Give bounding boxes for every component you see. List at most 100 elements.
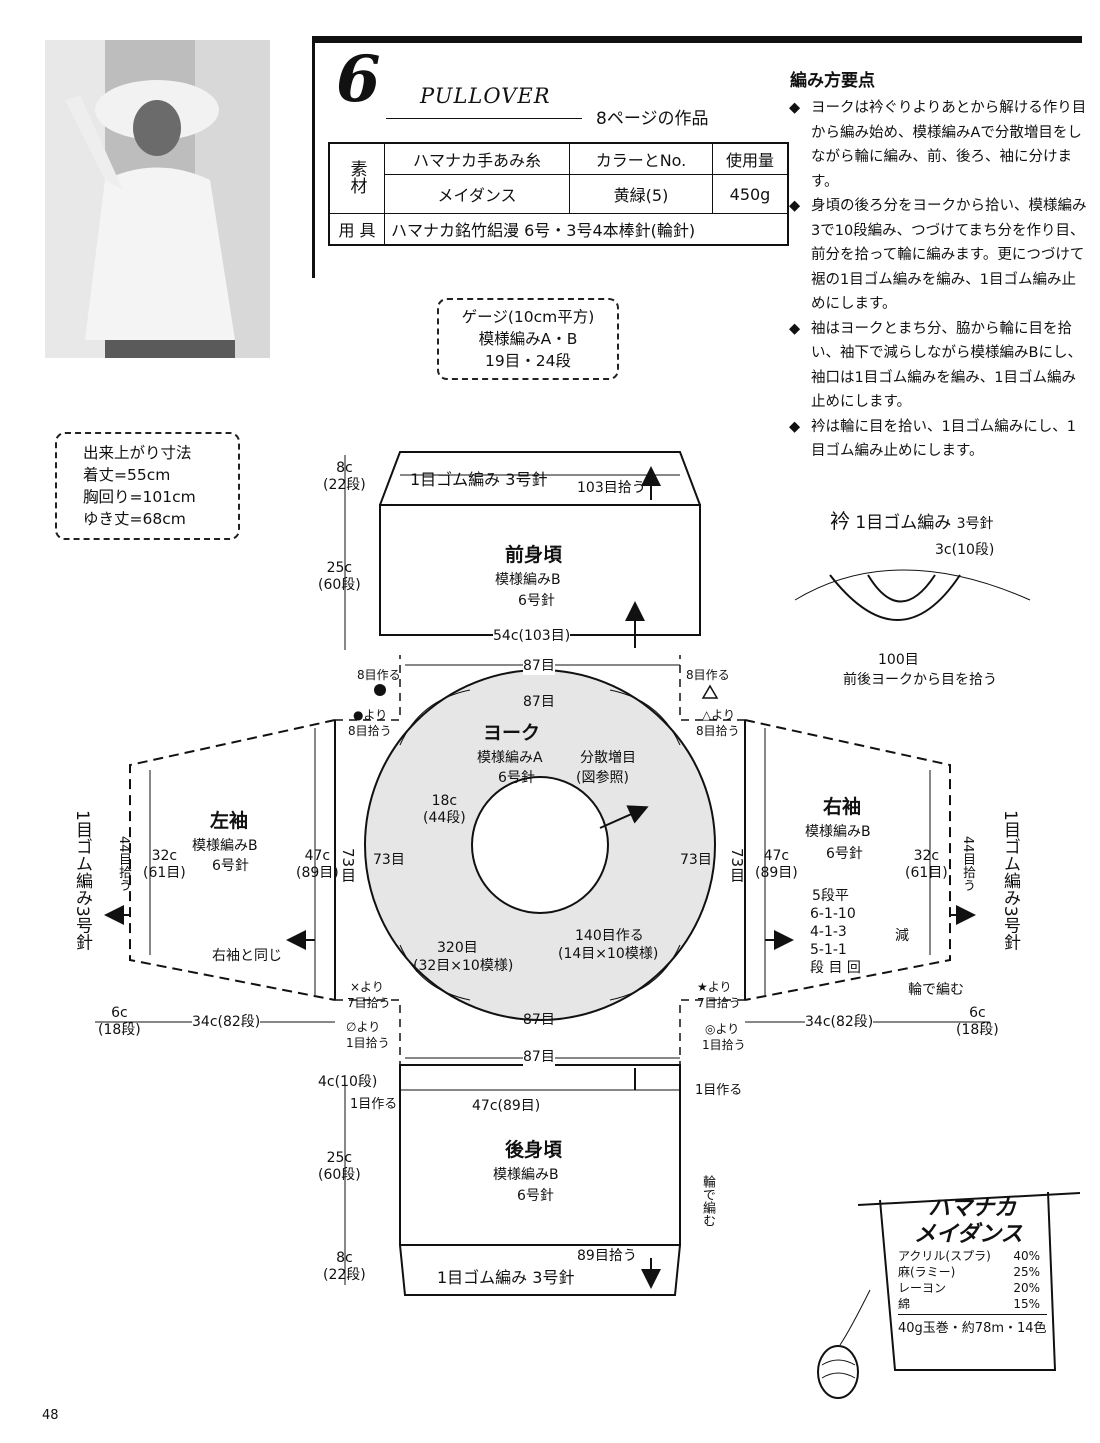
- mark-pick1-left: 1目拾う: [346, 1036, 390, 1050]
- title-underline: [386, 118, 582, 119]
- yoke-increase: 分散増目: [580, 750, 636, 766]
- mark-pick8-right: 8目拾う: [696, 724, 740, 738]
- col-amount: 使用量: [712, 142, 789, 175]
- col-yarn: ハマナカ手あみ糸: [384, 142, 570, 175]
- front-body-needle: 6号針: [518, 593, 555, 609]
- header-rule: [312, 36, 1082, 43]
- right-cuff-rib: 1目ゴム編み3号針: [1000, 810, 1020, 951]
- yoke-name: ヨーク: [483, 722, 541, 744]
- decrease-step-2: 4-1-3: [810, 924, 847, 940]
- right-sleeve-pattern: 模様編みB: [805, 824, 871, 840]
- back-body-height: 25c(60段): [318, 1150, 361, 1183]
- left-top-width: 47c(89目): [296, 848, 339, 881]
- header-vertical-rule: [312, 36, 315, 278]
- left-sleeve-pattern: 模様編みB: [192, 838, 258, 854]
- yoke-stitch-left: 73目: [373, 852, 405, 868]
- back-cast-right: 1目作る: [695, 1083, 743, 1098]
- mark-pick-star: ★より: [697, 980, 732, 994]
- front-body-height: 25c(60段): [318, 560, 361, 593]
- pattern-number: 6: [336, 42, 381, 117]
- yarn-amount: 450g: [712, 174, 789, 214]
- page-reference: 8ページの作品: [596, 109, 709, 129]
- left-sleeve-pickup: 73目: [339, 848, 357, 883]
- back-cast-left: 1目作る: [350, 1097, 398, 1112]
- mark-pick-triangle: △より: [702, 708, 735, 722]
- left-cuff-pickup: 44目拾う: [116, 836, 131, 892]
- yarn-color: 黄緑(5): [569, 174, 713, 214]
- left-sleeve-same: 右袖と同じ: [212, 948, 282, 964]
- yoke-cast-detail: (14目×10模様): [558, 946, 659, 962]
- front-body-outline: [379, 504, 701, 636]
- mark-pick1-right: 1目拾う: [702, 1038, 746, 1052]
- collar-label: 衿 1目ゴム編み 3号針: [830, 509, 994, 533]
- right-sleeve-round: 輪で編む: [908, 982, 964, 998]
- decrease-step-1: 6-1-10: [810, 906, 856, 922]
- mark-pick7-left: 7目拾う: [347, 996, 391, 1010]
- yoke-stitch-bottom: 87目: [523, 1012, 555, 1028]
- model-photo: [45, 40, 270, 358]
- right-cuff-width: 32c(61目): [905, 848, 948, 881]
- finished-title: 出来上がり寸法: [83, 444, 192, 462]
- fiber-row: アクリル(スプラ)40%: [898, 1249, 1040, 1263]
- mark-pick-empty: ∅より: [346, 1020, 381, 1034]
- right-cuff-length: 6c(18段): [956, 1005, 999, 1038]
- instruction-item: ◆身頃の後ろ分をヨークから拾い、模様編み3で10段編み、つづけてまち分を作り目、…: [789, 198, 1087, 312]
- front-rib-label: 1目ゴム編み 3号針: [410, 470, 548, 489]
- yoke-depth: 18c(44段): [423, 793, 466, 826]
- tools-label: 用 具: [328, 213, 385, 246]
- decrease-label: 減: [895, 928, 909, 944]
- fiber-row: 麻(ラミー)25%: [898, 1265, 1040, 1279]
- front-pickup: 103目拾う: [577, 480, 646, 496]
- back-body-needle: 6号針: [517, 1188, 554, 1204]
- mark-triangle: [701, 684, 719, 699]
- decrease-legend: 段 目 回: [810, 960, 861, 976]
- photo-illustration: [45, 40, 270, 358]
- right-sleeve-outline: [744, 719, 951, 1001]
- pattern-type: PULLOVER: [420, 84, 551, 108]
- gauge-title: ゲージ(10cm平方): [461, 308, 595, 326]
- finished-size-box: 出来上がり寸法 着丈=55cm 胸回り=101cm ゆき丈=68cm: [55, 432, 240, 540]
- yarn-name: メイダンス: [384, 174, 570, 214]
- back-body-name: 後身頃: [505, 1139, 563, 1161]
- left-sleeve-outline: [129, 719, 336, 1001]
- back-rib-outline: [399, 1244, 681, 1296]
- collar-stitches: 100目: [878, 652, 919, 668]
- gauge-pattern: 模様編みA・B: [478, 330, 578, 348]
- back-pickup: 89目拾う: [577, 1248, 637, 1264]
- right-sleeve-length: 34c(82段): [805, 1014, 874, 1031]
- left-sleeve-length: 34c(82段): [192, 1014, 261, 1031]
- front-rib-outline: [379, 451, 701, 506]
- instructions-title: 編み方要点: [790, 71, 875, 91]
- instructions-list: ◆ヨークは衿ぐりよりあとから解ける作り目から編み始め、模様編みAで分散増目をしな…: [789, 96, 1089, 464]
- back-round: 輪で編む: [700, 1175, 715, 1227]
- back-body-width: 47c(89目): [472, 1098, 541, 1115]
- right-top-width: 47c(89目): [755, 848, 798, 881]
- yoke-stitch-top: 87目: [523, 694, 555, 710]
- back-rib-label: 1目ゴム編み 3号針: [437, 1268, 575, 1287]
- mark-make8-left: 8目作る: [357, 668, 401, 682]
- right-cuff-pickup: 44目拾う: [960, 836, 975, 892]
- collar-pickup: 前後ヨークから目を拾う: [843, 672, 997, 688]
- instruction-item: ◆衿は輪に目を拾い、1目ゴム編みにし、1目ゴム編み止めにします。: [789, 418, 1076, 460]
- front-body-pattern: 模様編みB: [495, 572, 561, 588]
- mark-make8-right: 8目作る: [686, 668, 730, 682]
- back-rib-height: 8c(22段): [323, 1250, 366, 1283]
- right-sleeve-name: 右袖: [823, 796, 862, 818]
- decrease-step-3: 5-1-1: [810, 942, 847, 958]
- front-rib-height: 8c(22段): [323, 460, 366, 493]
- front-body-name: 前身頃: [505, 544, 563, 566]
- mark-pick7-right: 7目拾う: [697, 996, 741, 1010]
- yoke-cast: 140目作る: [575, 928, 644, 944]
- collar-outline: [829, 574, 961, 621]
- yarn-brand: ハマナカ: [928, 1196, 1017, 1221]
- yoke-stitch-right: 73目: [680, 852, 712, 868]
- finished-length: 着丈=55cm: [83, 466, 171, 484]
- yoke-pattern: 模様編みA: [477, 750, 543, 766]
- tools-value: ハマナカ銘竹絽漫 6号・3号4本棒針(輪針): [384, 213, 789, 246]
- gauge-box: ゲージ(10cm平方) 模様編みA・B 19目・24段: [437, 298, 619, 380]
- instruction-item: ◆袖はヨークとまち分、脇から輪に目を拾い、袖下で減らしながら模様編みBにし、袖口…: [789, 320, 1082, 411]
- decrease-rows: 5段平: [812, 888, 849, 904]
- gauge-count: 19目・24段: [485, 352, 571, 370]
